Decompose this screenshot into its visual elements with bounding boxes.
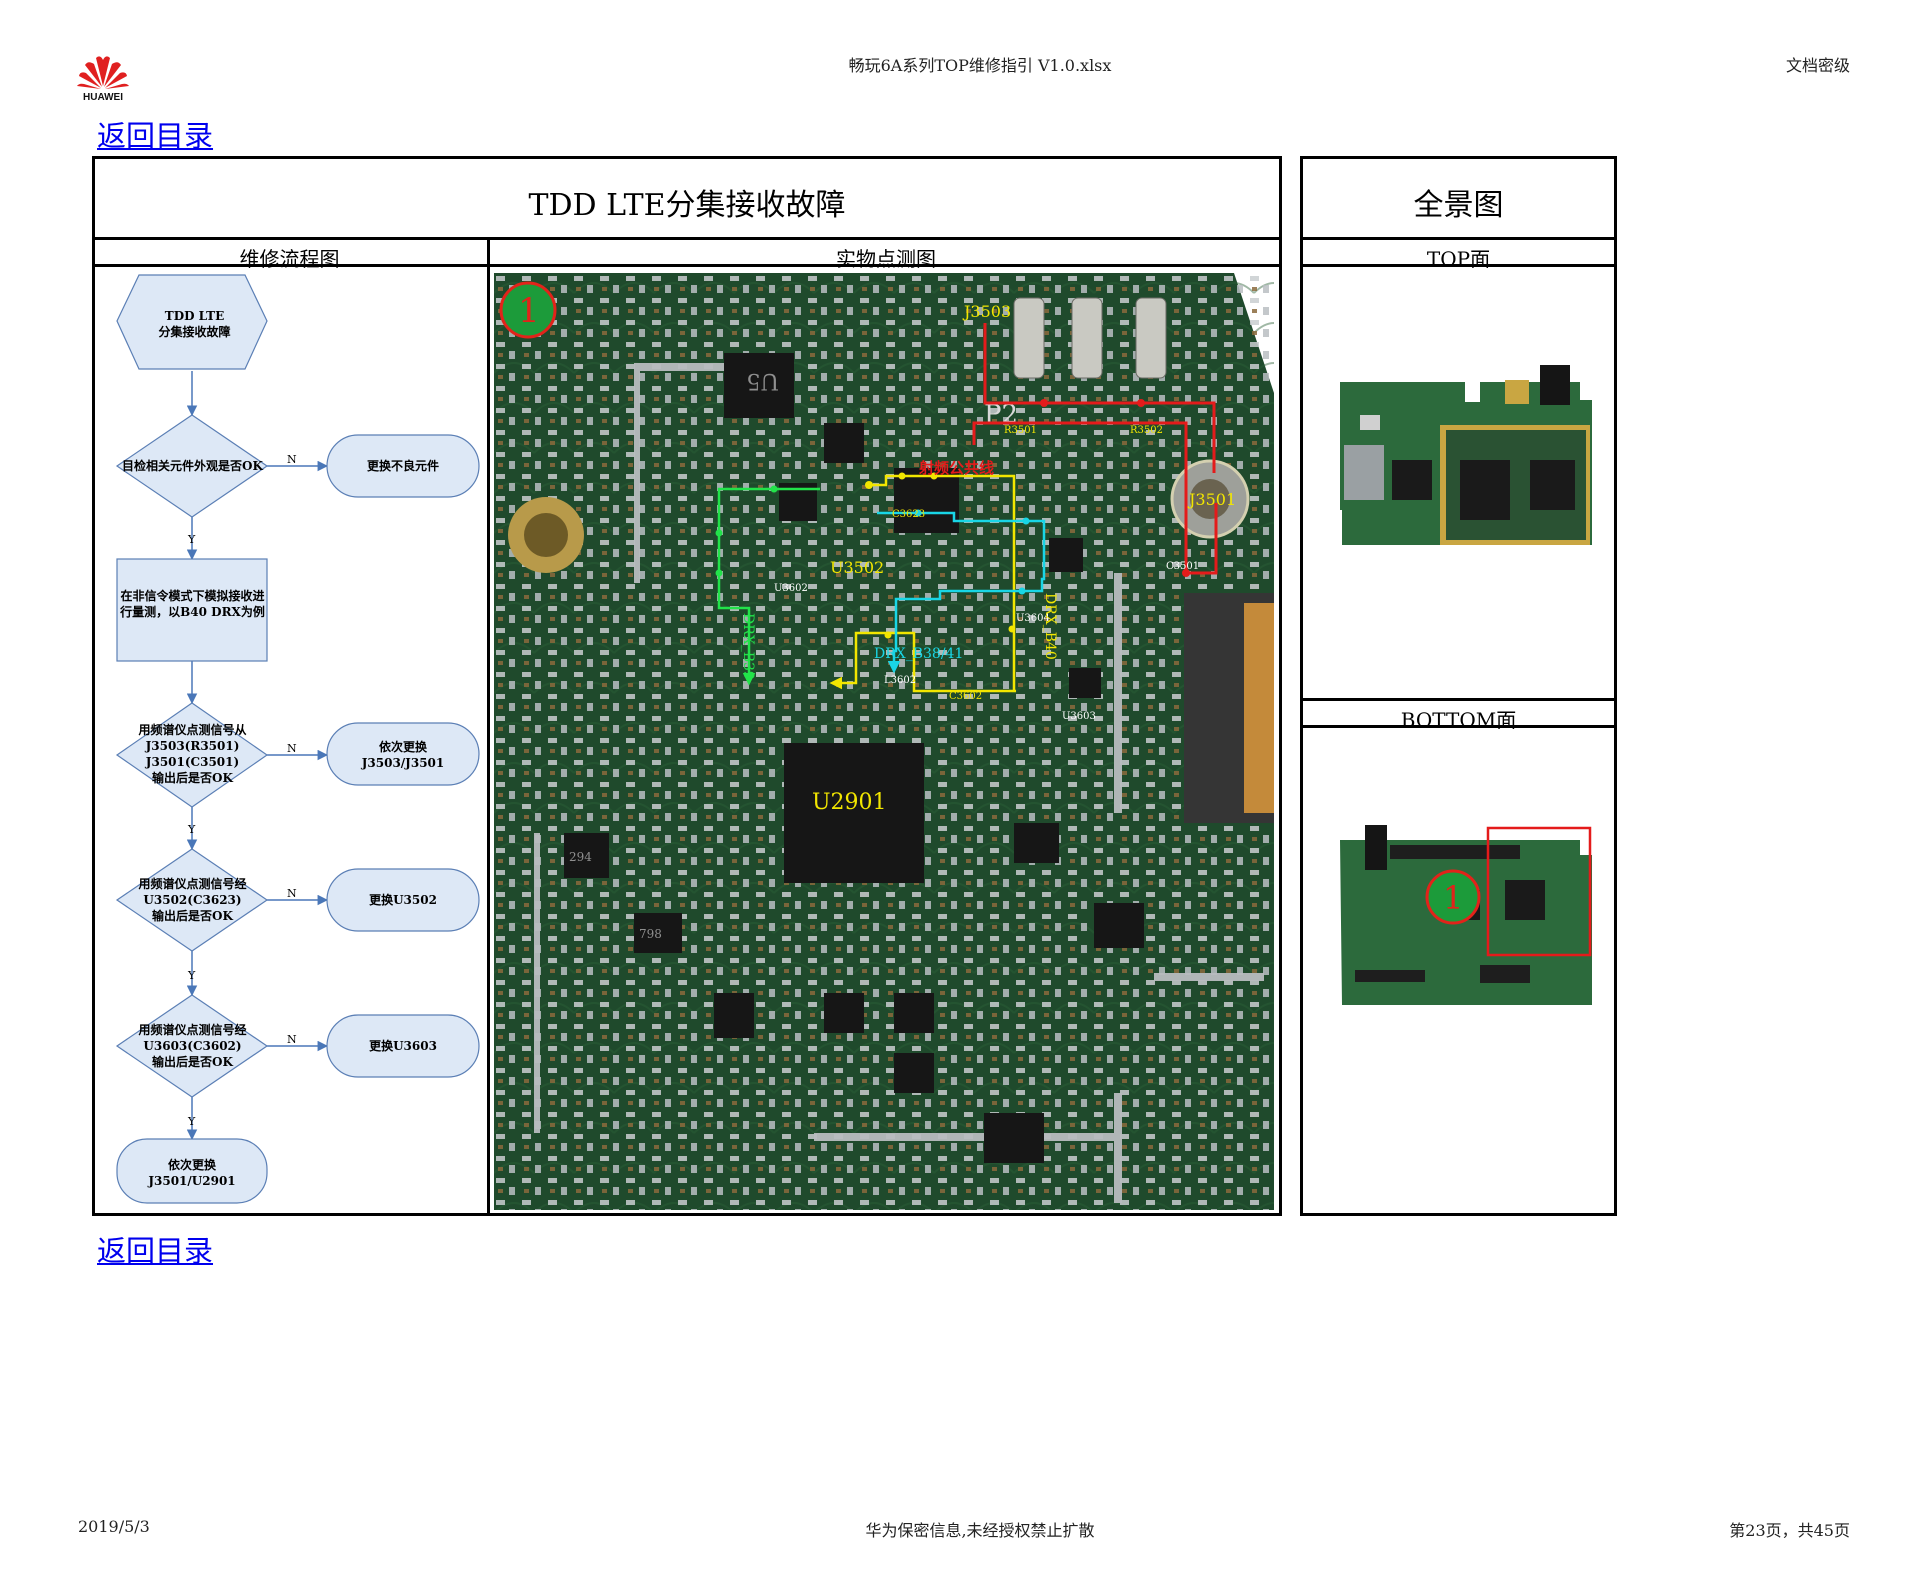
chip-294-label: 294 [569,850,592,864]
flow-decision-4 [115,848,269,952]
flow-start-text: TDD LTE 分集接收故障 [158,309,231,339]
chip-u2901 [784,743,924,883]
chip-u3604 [1049,538,1083,572]
flow-step2-text: 在非信令模式下模拟接收进行量测，以B40 DRX为例 [120,589,265,619]
footer-date: 2019/5/3 [78,1517,150,1536]
repair-flowchart: N N N N Y Y Y Y [115,274,480,1204]
label-r3501: R3501 [1004,425,1037,436]
flow-action-1 [326,434,480,498]
file-title: 畅玩6A系列TOP维修指引 V1.0.xlsx [848,56,1112,75]
main-panel [92,156,1282,1216]
bottom-highlight-box [1486,826,1592,957]
bottom-marker-number: 1 [1443,879,1463,917]
label-u3602: U3602 [774,583,808,594]
top-overview-photo [1340,365,1592,545]
label-j3503: J3503 [962,302,1011,321]
overview-panel [1300,156,1617,1216]
label-rf-line: 射频公共线 [918,459,994,477]
chip-798-label: 798 [639,927,662,941]
overview-title: 全景图 [1413,188,1504,223]
label-u3604: U3604 [1016,613,1050,624]
flow-no-5: N [287,1033,297,1046]
flow-step3-text: 用频谱仪点测信号从 J3503(R3501) J3501(C3501) 输出后是… [138,723,247,785]
silk-p2: P2 [984,400,1018,430]
label-u2901: U2901 [812,790,887,815]
photo-column-header: 实物点测图 [836,247,936,271]
chip-u3603 [1069,668,1101,698]
label-u3603: U3603 [1062,711,1096,722]
flow-yes-5: Y [187,1115,196,1128]
footer-confidential: 华为保密信息,未经授权禁止扩散 [865,1521,1095,1540]
flow-action4-text: 更换U3502 [369,893,437,907]
board-photo: U5 294 798 P2 1 J3503 J3501 R3501 R3502 … [494,273,1274,1210]
label-j3501: J3501 [1187,490,1236,509]
chip-u5 [724,353,794,418]
flow-end-node [116,1138,268,1204]
flow-step1-text: 目检相关元件外观是否OK [122,459,263,473]
huawei-logo-icon [77,56,129,89]
footer-page: 第23页，共45页 [1729,1521,1850,1540]
flow-no-1: N [287,453,297,466]
label-drx-b3841: DRX_B38/41 [874,646,963,662]
label-c3623: C3623 [892,509,925,520]
label-c3602: C3602 [949,691,982,702]
label-drx-b40: DRX_B40 [1042,593,1058,660]
chip-u5-label: U5 [746,368,779,393]
bottom-side-label: BOTTOM面 [1400,708,1517,732]
label-drx-b39: DRX_B39 [740,613,756,680]
flow-no-4: N [287,887,297,900]
flow-column-header: 维修流程图 [239,247,340,271]
classification-label: 文档密级 [1785,56,1850,75]
label-c3501: C3501 [1166,561,1199,572]
flow-decision-1 [115,414,269,518]
flow-step4-text: 用频谱仪点测信号经 U3502(C3623) 输出后是否OK [138,877,247,923]
photo-marker-number: 1 [518,291,540,331]
flow-yes-4: Y [187,969,196,982]
label-r3502: R3502 [1130,425,1163,436]
label-u3502: U3502 [830,558,884,577]
flow-step5-text: 用频谱仪点测信号经 U3603(C3602) 输出后是否OK [138,1023,247,1069]
back-to-contents-link-top[interactable]: 返回目录 [97,119,214,153]
chip-u3502 [894,468,959,533]
huawei-logo: HUAWEI [74,52,132,106]
flow-action-3 [326,722,480,786]
flow-decision-5 [115,994,269,1098]
flow-no-3: N [287,742,297,755]
photo-marker-circle [499,281,557,339]
flow-end-text: 依次更换 J3501/U2901 [148,1158,236,1188]
top-side-label: TOP面 [1426,247,1491,271]
flow-action1-text: 更换不良元件 [366,459,439,473]
flow-action3-text: 依次更换 J3503/J3501 [361,740,445,770]
bottom-marker-circle [1425,869,1481,925]
back-to-contents-link-bottom[interactable]: 返回目录 [97,1234,214,1268]
flow-action-5 [326,1014,480,1078]
flow-yes-1: Y [187,533,196,546]
main-title: TDD LTE分集接收故障 [528,188,846,223]
flow-start-node [116,274,268,370]
bottom-overview-photo: 1 [1340,825,1592,1005]
brand-text: HUAWEI [83,92,123,103]
flow-decision-3 [115,702,269,808]
flow-yes-3: Y [187,823,196,836]
flow-process-2 [116,558,268,662]
label-l3602: L3602 [884,675,916,686]
flow-action-4 [326,868,480,932]
flow-action5-text: 更换U3603 [369,1039,437,1053]
